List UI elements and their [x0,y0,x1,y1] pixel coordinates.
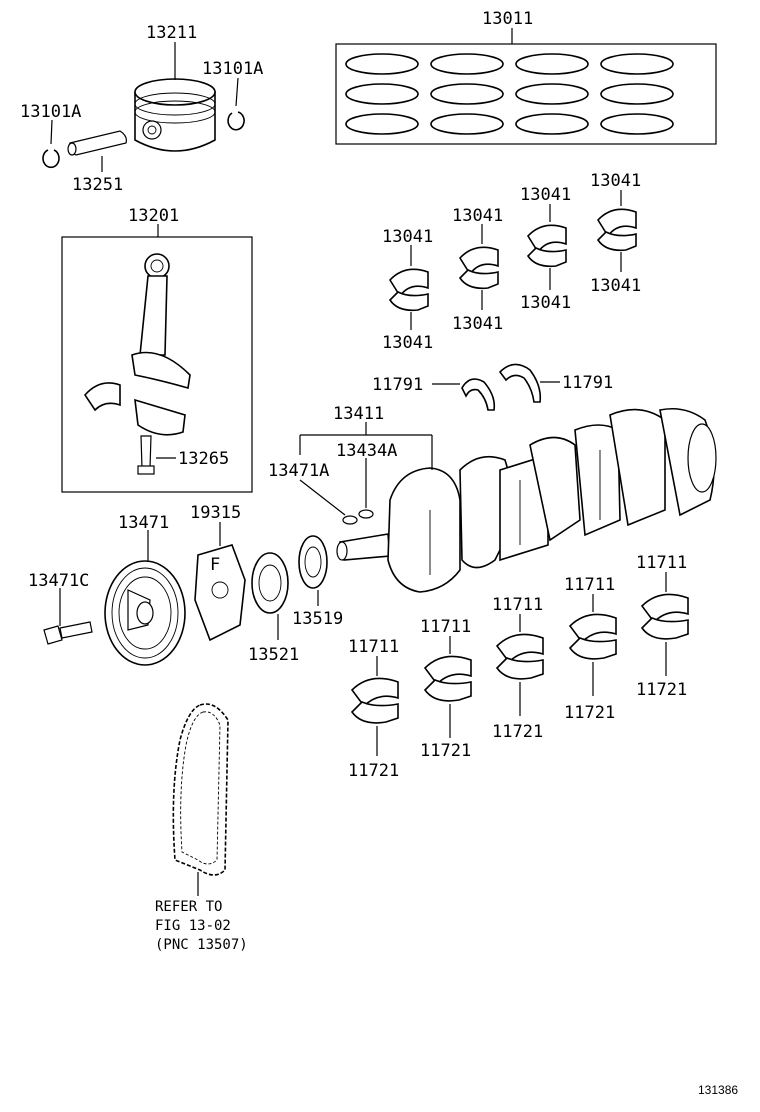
ring-stack-2 [430,53,504,135]
label-13411: 13411 [333,404,384,424]
label-13011: 13011 [482,9,533,29]
piston-group: 13211 13101A 13101A 13251 [20,23,263,195]
conrod-bearing-pair-3: 13041 13041 [520,185,571,313]
label-11711-5: 11711 [636,553,687,573]
crank-key [358,509,374,519]
label-11711-2: 11711 [420,617,471,637]
conrod-bearing-shell [83,382,121,412]
crank-pulley [104,560,186,666]
label-13201: 13201 [128,206,179,226]
crank-sprocket [251,552,289,614]
label-19315: 19315 [190,503,241,523]
timing-chain [172,703,229,876]
conrod-bearing-pair-2: 13041 13041 [452,206,503,334]
conrod-group: 13201 13265 [61,206,253,493]
thrust-washer-right: 11791 [498,363,613,403]
connecting-rod [131,253,191,390]
label-11721-1: 11721 [348,761,399,781]
chain-note-line1: REFER TO [155,899,222,915]
main-bearing-pair-3: 11711 11721 [492,595,544,742]
label-11711-1: 11711 [348,637,399,657]
conrod-bolt [140,435,152,469]
label-13101a-left: 13101A [20,102,81,122]
pulley-key [342,515,358,525]
chain-guide-plate: F [194,544,246,642]
piston [134,78,216,152]
svg-text:F: F [210,555,220,575]
label-13519: 13519 [292,609,343,629]
label-13521: 13521 [248,645,299,665]
thrust-washer-left: 11791 [372,375,496,411]
label-13251: 13251 [72,175,123,195]
label-13041-2a: 13041 [452,206,503,226]
piston-pin [68,130,127,156]
ring-stack-1 [345,53,419,135]
label-11721-5: 11721 [636,680,687,700]
label-13101a-right: 13101A [202,59,263,79]
label-13041-3a: 13041 [520,185,571,205]
main-bearing-pair-5: 11711 11721 [636,553,689,700]
label-11711-3: 11711 [492,595,543,615]
label-13211: 13211 [146,23,197,43]
main-bearing-pair-4: 11711 11721 [564,575,617,723]
ring-stack-3 [515,53,589,135]
label-13471a: 13471A [268,461,329,481]
label-13471c: 13471C [28,571,89,591]
label-13265: 13265 [178,449,229,469]
label-13471: 13471 [118,513,169,533]
label-11721-3: 11721 [492,722,543,742]
label-13041-1a: 13041 [382,227,433,247]
ring-stack-4 [600,53,674,135]
piston-ring-set: 13011 [335,9,717,145]
label-13041-4b: 13041 [590,276,641,296]
crankshaft [336,407,717,593]
label-13041-2b: 13041 [452,314,503,334]
label-11721-4: 11721 [564,703,615,723]
label-13041-3b: 13041 [520,293,571,313]
label-13041-1b: 13041 [382,333,433,353]
main-bearing-pair-2: 11711 11721 [420,617,472,761]
pulley-bolt [43,621,93,645]
conrod-cap [134,398,186,436]
label-11791-left: 11791 [372,375,423,395]
conrod-bearing-pair-1: 13041 13041 [382,227,433,353]
label-11791-right: 11791 [562,373,613,393]
snap-ring-left [42,149,60,169]
snap-ring-right [227,111,245,131]
label-13434a: 13434A [336,441,397,461]
crank-gear [298,535,328,589]
label-13041-4a: 13041 [590,171,641,191]
chain-note-line2: FIG 13-02 [155,918,231,934]
chain-note-line3: (PNC 13507) [155,937,248,953]
main-bearing-pair-1: 11711 11721 [348,637,399,781]
label-11721-2: 11721 [420,741,471,761]
figure-id: 131386 [698,1083,738,1097]
label-11711-4: 11711 [564,575,615,595]
conrod-bearing-pair-4: 13041 13041 [590,171,641,296]
